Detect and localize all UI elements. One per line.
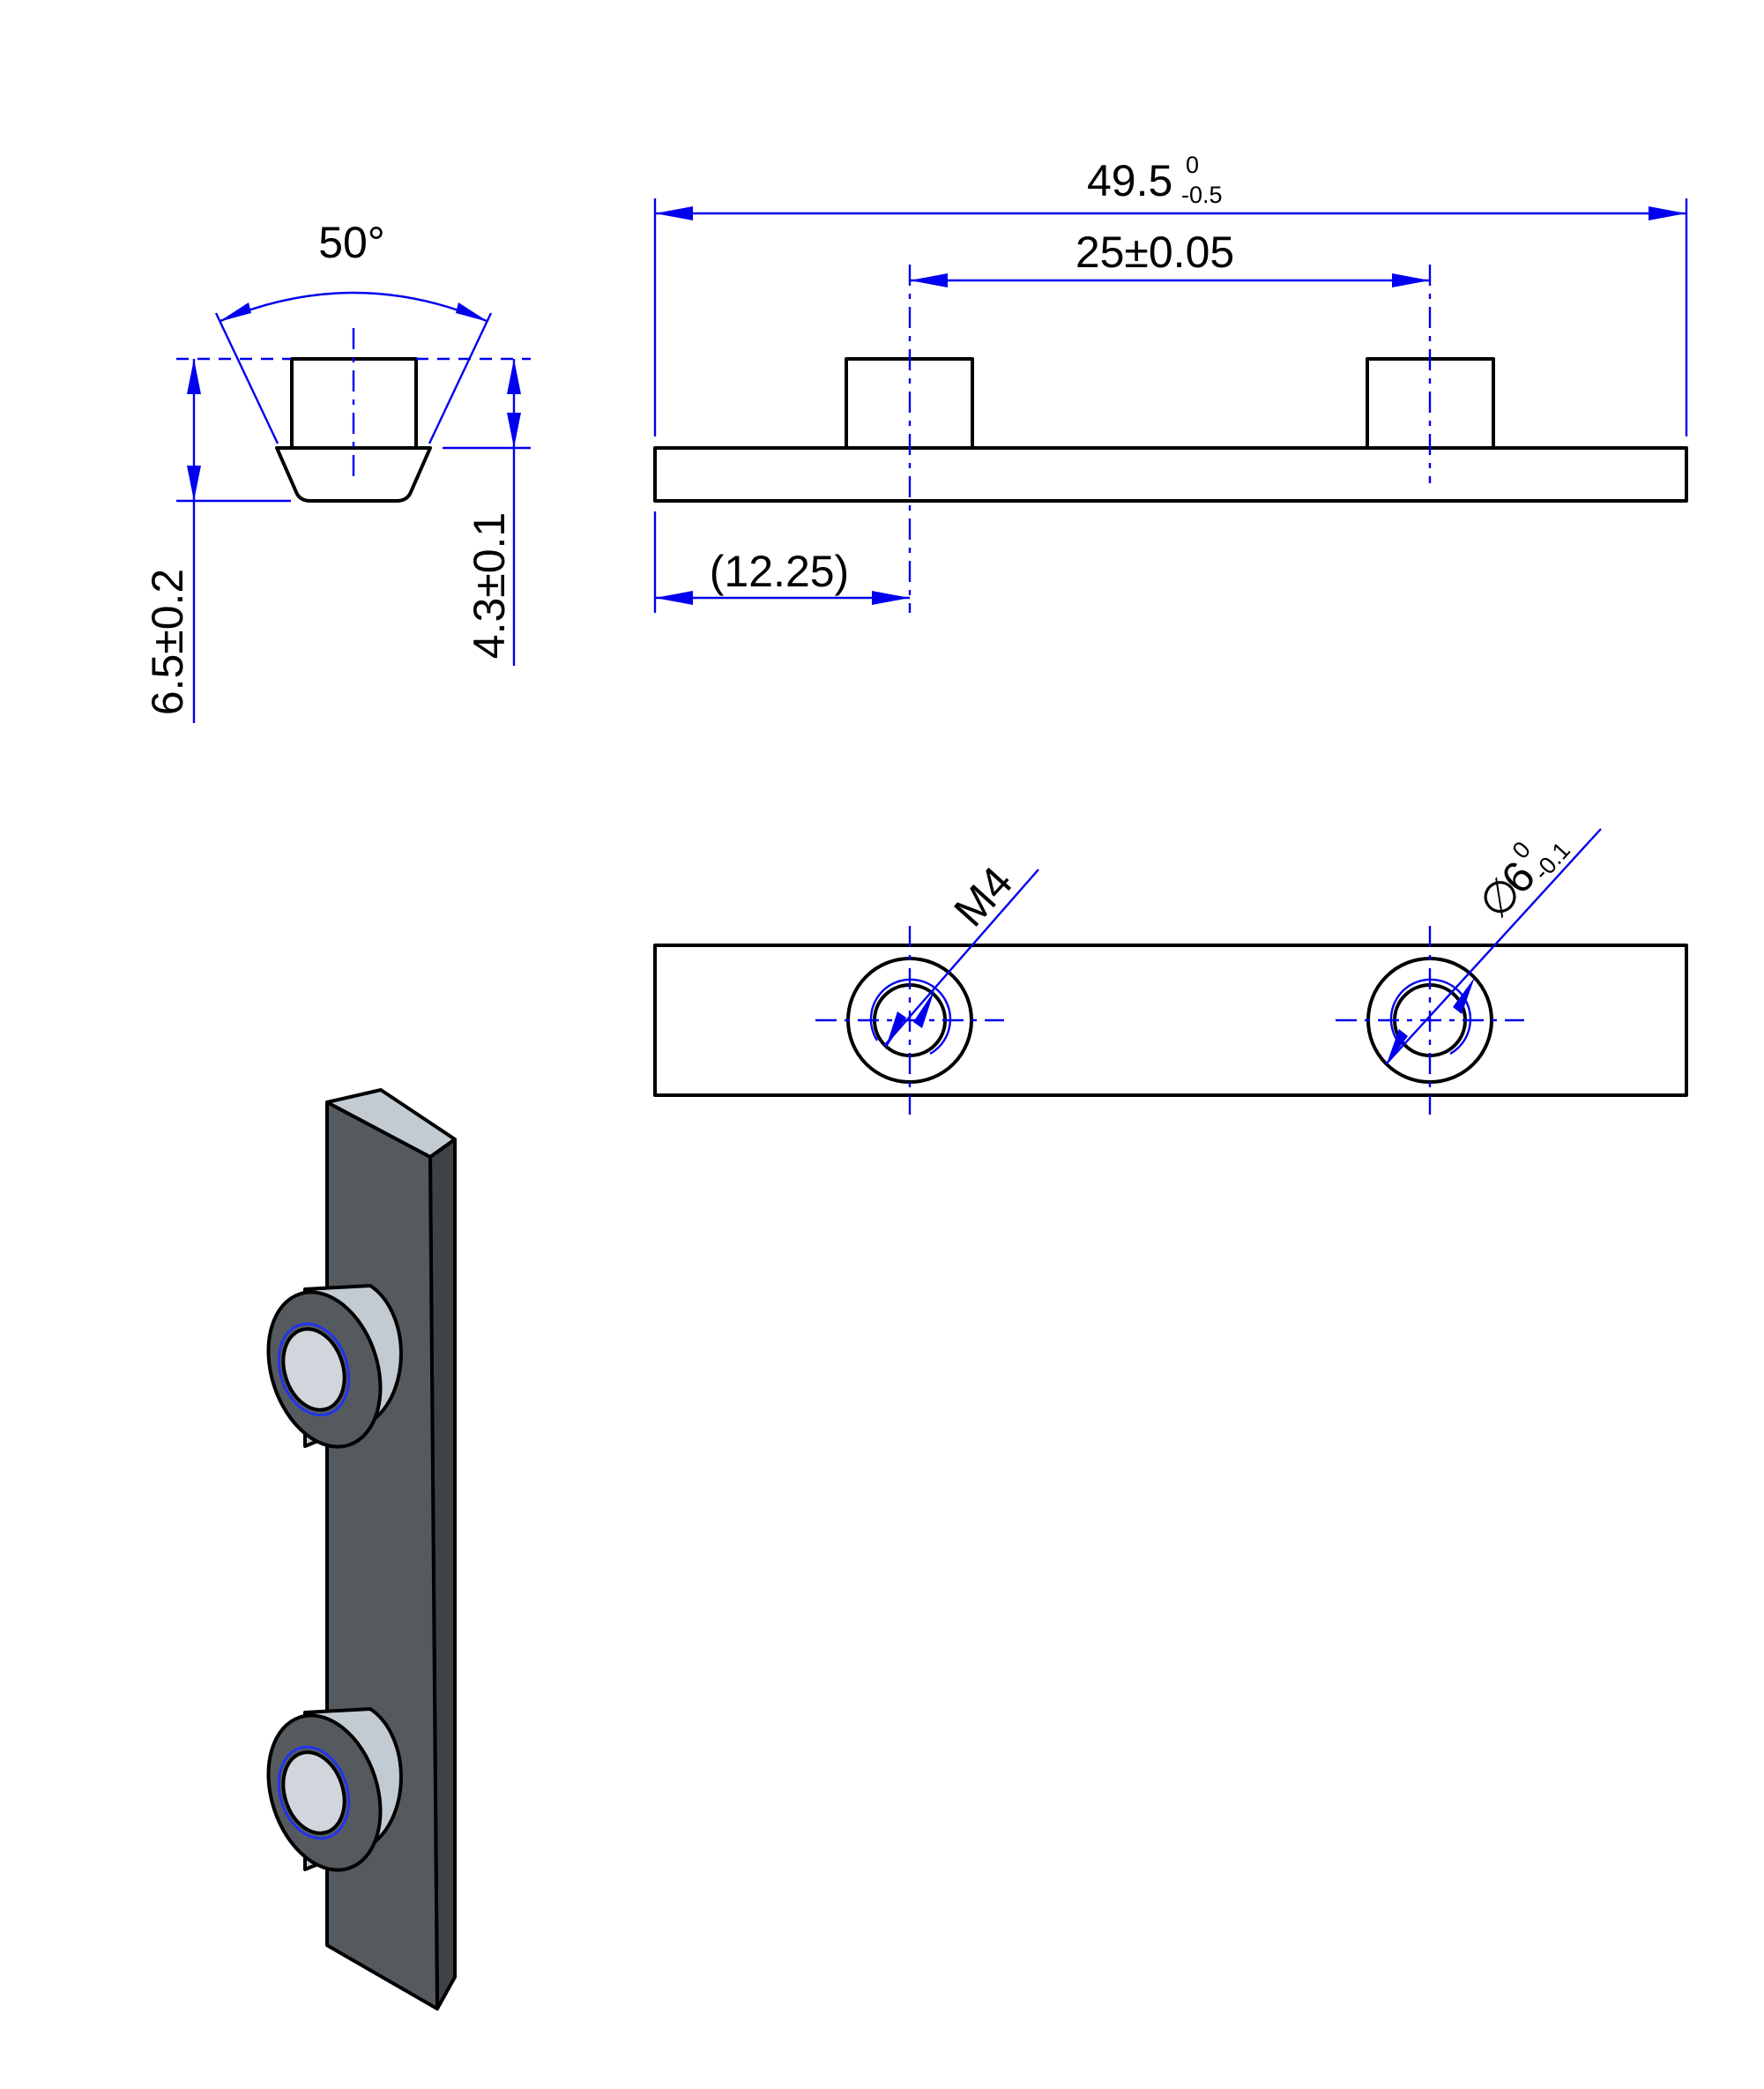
thread-leader-arrow-b bbox=[885, 1011, 906, 1049]
angle-dimension-arc bbox=[220, 291, 488, 323]
overall-length-label: 49.5 bbox=[1087, 156, 1172, 205]
angle-label: 50° bbox=[318, 218, 385, 267]
spacing-label: 25±0.05 bbox=[1076, 228, 1234, 277]
iso-boss-lower-hole bbox=[281, 1750, 346, 1835]
thread-label: M4 bbox=[944, 857, 1022, 936]
diameter-leader-line bbox=[1385, 828, 1602, 1065]
iso-boss-lower bbox=[266, 1707, 403, 1872]
angle-arrow-right bbox=[456, 302, 488, 322]
iso-boss-upper bbox=[266, 1284, 403, 1449]
front-view: 49.5 0 -0.5 25±0.05 (12.25) bbox=[653, 152, 1688, 613]
iso-boss-upper-hole bbox=[281, 1327, 346, 1412]
offset-arrow-right bbox=[872, 591, 910, 605]
diameter-leader-arrow-b bbox=[1386, 1029, 1408, 1066]
top-view: M4 ∅ 6 0 -0.1 bbox=[653, 828, 1688, 1115]
top-view-base-outline bbox=[653, 944, 1688, 1097]
overall-length-tolerance-lower: -0.5 bbox=[1181, 182, 1223, 208]
thread-leader-line bbox=[883, 869, 1039, 1047]
total-height-arrow-bottom bbox=[187, 466, 201, 501]
isometric-view bbox=[266, 1088, 457, 2011]
diameter-leader-arrow-a bbox=[1453, 977, 1475, 1014]
offset-arrow-left bbox=[655, 591, 693, 605]
iso-bar-top-face bbox=[325, 1088, 457, 1159]
boss-height-label: 4.3±0.1 bbox=[465, 512, 514, 659]
offset-label: (12.25) bbox=[710, 547, 849, 596]
thread-arc-right bbox=[1389, 978, 1472, 1056]
boss-height-arrow-top bbox=[507, 359, 521, 394]
overall-length-arrow-right bbox=[1649, 206, 1686, 220]
total-height-label: 6.5±0.2 bbox=[143, 569, 192, 715]
angle-extension-right bbox=[428, 312, 493, 444]
total-height-arrow-top bbox=[187, 359, 201, 394]
end-view-base-outline bbox=[275, 446, 432, 503]
spacing-arrow-right bbox=[1392, 273, 1430, 287]
thread-leader-arrow-a bbox=[913, 990, 934, 1028]
boss-height-arrow-bottom bbox=[507, 413, 521, 448]
overall-length-tolerance-upper: 0 bbox=[1186, 152, 1199, 178]
iso-boss-lower-thread bbox=[277, 1745, 351, 1840]
iso-bar-front-face bbox=[325, 1100, 439, 2011]
thread-arc-left bbox=[869, 978, 952, 1056]
front-view-base-outline bbox=[653, 446, 1688, 503]
overall-length-arrow-left bbox=[655, 206, 693, 220]
angle-extension-left bbox=[214, 312, 279, 444]
end-view: 50° 6.5±0.2 4.3±0.1 bbox=[143, 218, 531, 723]
angle-arrow-left bbox=[219, 302, 251, 322]
spacing-arrow-left bbox=[910, 273, 948, 287]
iso-boss-upper-thread bbox=[277, 1322, 351, 1417]
